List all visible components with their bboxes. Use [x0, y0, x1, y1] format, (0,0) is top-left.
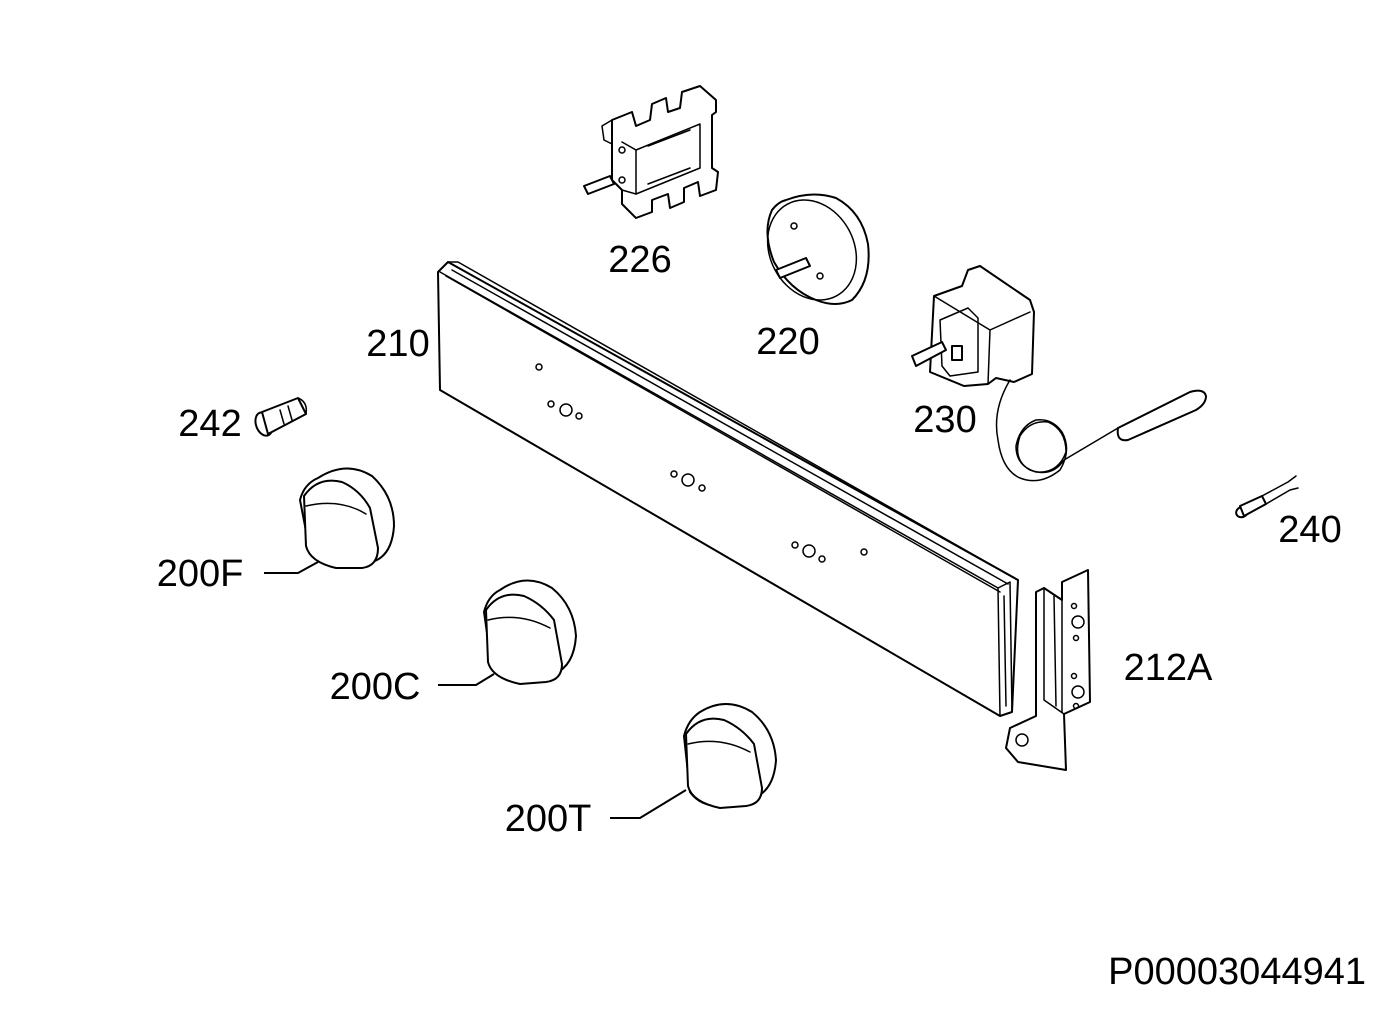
knob-200F	[299, 467, 395, 569]
thermostat-230	[911, 265, 1207, 482]
label-220: 220	[756, 321, 819, 363]
knob-200T	[683, 703, 777, 809]
label-226: 226	[608, 239, 671, 281]
label-200F: 200F	[157, 553, 244, 595]
control-panel-210	[437, 261, 1019, 717]
label-230: 230	[913, 399, 976, 441]
leader-200F	[264, 561, 319, 574]
leader-200C	[438, 673, 495, 686]
label-200T: 200T	[505, 798, 592, 840]
indicator-light-242	[254, 397, 308, 437]
label-240: 240	[1278, 509, 1341, 551]
label-200C: 200C	[330, 666, 421, 708]
label-242: 242	[178, 403, 241, 445]
timer-220	[766, 193, 870, 305]
label-210: 210	[366, 323, 429, 365]
selector-switch-226	[583, 85, 719, 219]
knob-200C	[483, 579, 577, 685]
leader-200T	[610, 789, 687, 819]
lamp-240	[1235, 475, 1299, 519]
drawing-code: P00003044941	[1108, 951, 1366, 993]
bracket-212A	[1005, 569, 1091, 771]
label-212A: 212A	[1124, 647, 1213, 689]
